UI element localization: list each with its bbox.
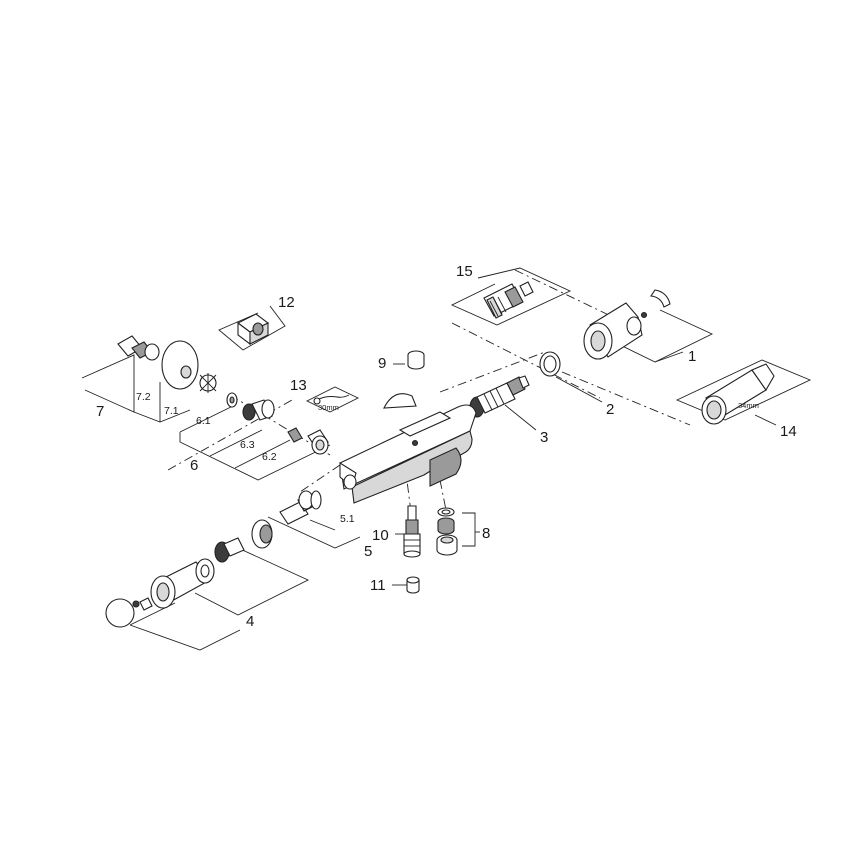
part-11-sleeve xyxy=(406,576,420,594)
label-5: 5 xyxy=(364,543,372,560)
label-13: 13 xyxy=(290,377,307,394)
label-7-1: 7.1 xyxy=(164,405,179,417)
label-14: 14 xyxy=(780,423,797,440)
assembly-axes xyxy=(167,269,691,521)
part-13-wrench: 30mm xyxy=(313,394,350,412)
label-6-3: 6.3 xyxy=(240,439,255,451)
part-7-union-escutcheon xyxy=(117,335,199,390)
label-2: 2 xyxy=(606,401,614,418)
part-labels: 15 12 9 13 1 2 3 14 7 7.2 7.1 6.1 6.3 6.… xyxy=(96,263,797,630)
label-10: 10 xyxy=(372,527,389,544)
part-14-key: 34mm xyxy=(701,363,775,425)
part-6-2-sleeve xyxy=(287,427,329,455)
label-6-2: 6.2 xyxy=(262,451,277,463)
part-6-3-filter-union xyxy=(242,399,275,421)
label-4: 4 xyxy=(246,613,254,630)
label-11: 11 xyxy=(370,577,386,594)
label-12: 12 xyxy=(278,294,295,311)
label-8: 8 xyxy=(482,525,490,542)
part-4-handle-group xyxy=(105,519,273,628)
label-5-1: 5.1 xyxy=(340,513,355,525)
label-3: 3 xyxy=(540,429,548,446)
label-1: 1 xyxy=(688,348,696,365)
part-6-1-washer xyxy=(226,392,238,408)
label-7: 7 xyxy=(96,403,104,420)
part-7-1-filter xyxy=(199,373,217,393)
label-6-1: 6.1 xyxy=(196,415,211,427)
part-1-handle xyxy=(583,289,671,360)
part-10-cartridge xyxy=(403,505,421,558)
part-8-aerator xyxy=(436,507,458,556)
part-3-cartridge xyxy=(469,375,530,418)
label-7-2: 7.2 xyxy=(136,391,151,403)
part-2-ring xyxy=(539,351,561,377)
wrench-size-label: 34mm xyxy=(738,401,759,410)
label-9: 9 xyxy=(378,355,386,372)
mixer-body xyxy=(339,393,477,504)
part-5-cartridge xyxy=(279,490,322,525)
label-15: 15 xyxy=(456,263,473,280)
part-12-nut xyxy=(236,313,270,346)
label-6: 6 xyxy=(190,457,198,474)
part-15-cartridge xyxy=(483,281,534,319)
torque-label: 30mm xyxy=(318,403,339,412)
part-9-cap xyxy=(407,350,425,370)
